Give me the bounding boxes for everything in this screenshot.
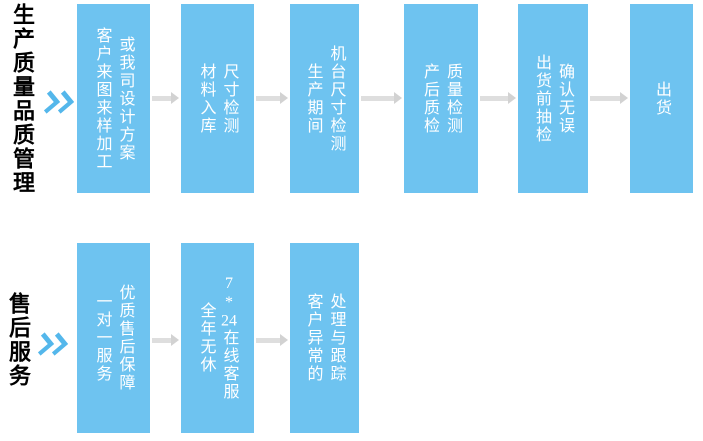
flow-step-text: 尺寸检测 <box>220 62 238 135</box>
arrow-head <box>280 92 288 104</box>
flow-arrow-icon <box>590 92 628 104</box>
arrow-line <box>361 95 394 101</box>
arrow-line <box>590 95 620 101</box>
flow-step-text: 质量检测 <box>444 62 461 135</box>
flow-step-text-block: 材料入库 尺寸检测 <box>195 4 241 193</box>
double-chevron-icon <box>37 332 69 356</box>
flow-step-text: 产后质检 <box>421 62 438 135</box>
flow-arrow-icon <box>256 92 288 104</box>
flow-step-box: 客户来图来样加工 或我司设计方案 <box>77 4 150 193</box>
flow-arrow-icon <box>361 92 402 104</box>
flow-step-text: 处理与跟踪 <box>327 293 345 383</box>
flow-step-text: 7*24在线客服 <box>220 275 238 401</box>
arrow-head <box>171 334 179 346</box>
arrow-head <box>620 92 628 104</box>
flow-step-text: 材料入库 <box>197 62 215 135</box>
arrow-head <box>280 334 288 346</box>
arrow-line <box>256 337 280 343</box>
flow-arrow-icon <box>152 334 179 346</box>
flow-arrow-icon <box>480 92 516 104</box>
flow-step-box: 出货前抽检 确认无误 <box>518 4 588 193</box>
row-label-after-sales: 售后服务 <box>6 292 31 388</box>
flow-step-text: 优质售后保障 <box>116 284 134 392</box>
flow-step-text: 机台尺寸检测 <box>327 44 345 153</box>
flow-step-text: 出货前抽检 <box>533 53 550 144</box>
flow-step-box: 材料入库 尺寸检测 <box>181 4 254 193</box>
flow-step-text: 或我司设计方案 <box>116 35 134 162</box>
arrow-head <box>394 92 402 104</box>
flow-step-box: 客户异常的 处理与跟踪 <box>290 243 359 433</box>
flow-step-text-block: 产后质检 质量检测 <box>418 4 464 193</box>
flow-step-text-block: 出货前抽检 确认无误 <box>530 4 576 193</box>
flow-step-text: 全年无休 <box>197 302 215 374</box>
row-label-production-quality: 生产质量品质管理 <box>10 3 35 195</box>
flow-step-text: 确认无误 <box>556 62 573 135</box>
flow-arrow-icon <box>256 334 288 346</box>
arrow-line <box>152 95 171 101</box>
arrow-line <box>256 95 280 101</box>
flow-step-text: 客户来图来样加工 <box>93 26 111 171</box>
flow-step-text: 生产期间 <box>304 62 322 135</box>
double-chevron-icon <box>43 90 75 114</box>
flow-step-box: 一对一服务 优质售后保障 <box>77 243 150 433</box>
flow-step-text: 出货 <box>653 80 670 117</box>
flow-step-text-block: 客户来图来样加工 或我司设计方案 <box>91 4 137 193</box>
flow-step-text-block: 生产期间 机台尺寸检测 <box>302 4 348 193</box>
flow-step-box: 产后质检 质量检测 <box>404 4 478 193</box>
flow-step-text: 一对一服务 <box>93 293 111 383</box>
flow-step-text-block: 出货 <box>650 4 673 193</box>
flow-step-box: 全年无休 7*24在线客服 <box>181 243 254 433</box>
flow-step-text-block: 客户异常的 处理与跟踪 <box>302 243 348 433</box>
flow-arrow-icon <box>152 92 179 104</box>
flow-step-text: 客户异常的 <box>304 293 322 383</box>
arrow-line <box>480 95 508 101</box>
arrow-head <box>508 92 516 104</box>
flow-step-text-block: 全年无休 7*24在线客服 <box>195 243 241 433</box>
arrow-head <box>171 92 179 104</box>
flow-step-box: 生产期间 机台尺寸检测 <box>290 4 359 193</box>
arrow-line <box>152 337 171 343</box>
flow-step-box: 出货 <box>630 4 693 193</box>
flow-step-text-block: 一对一服务 优质售后保障 <box>91 243 137 433</box>
